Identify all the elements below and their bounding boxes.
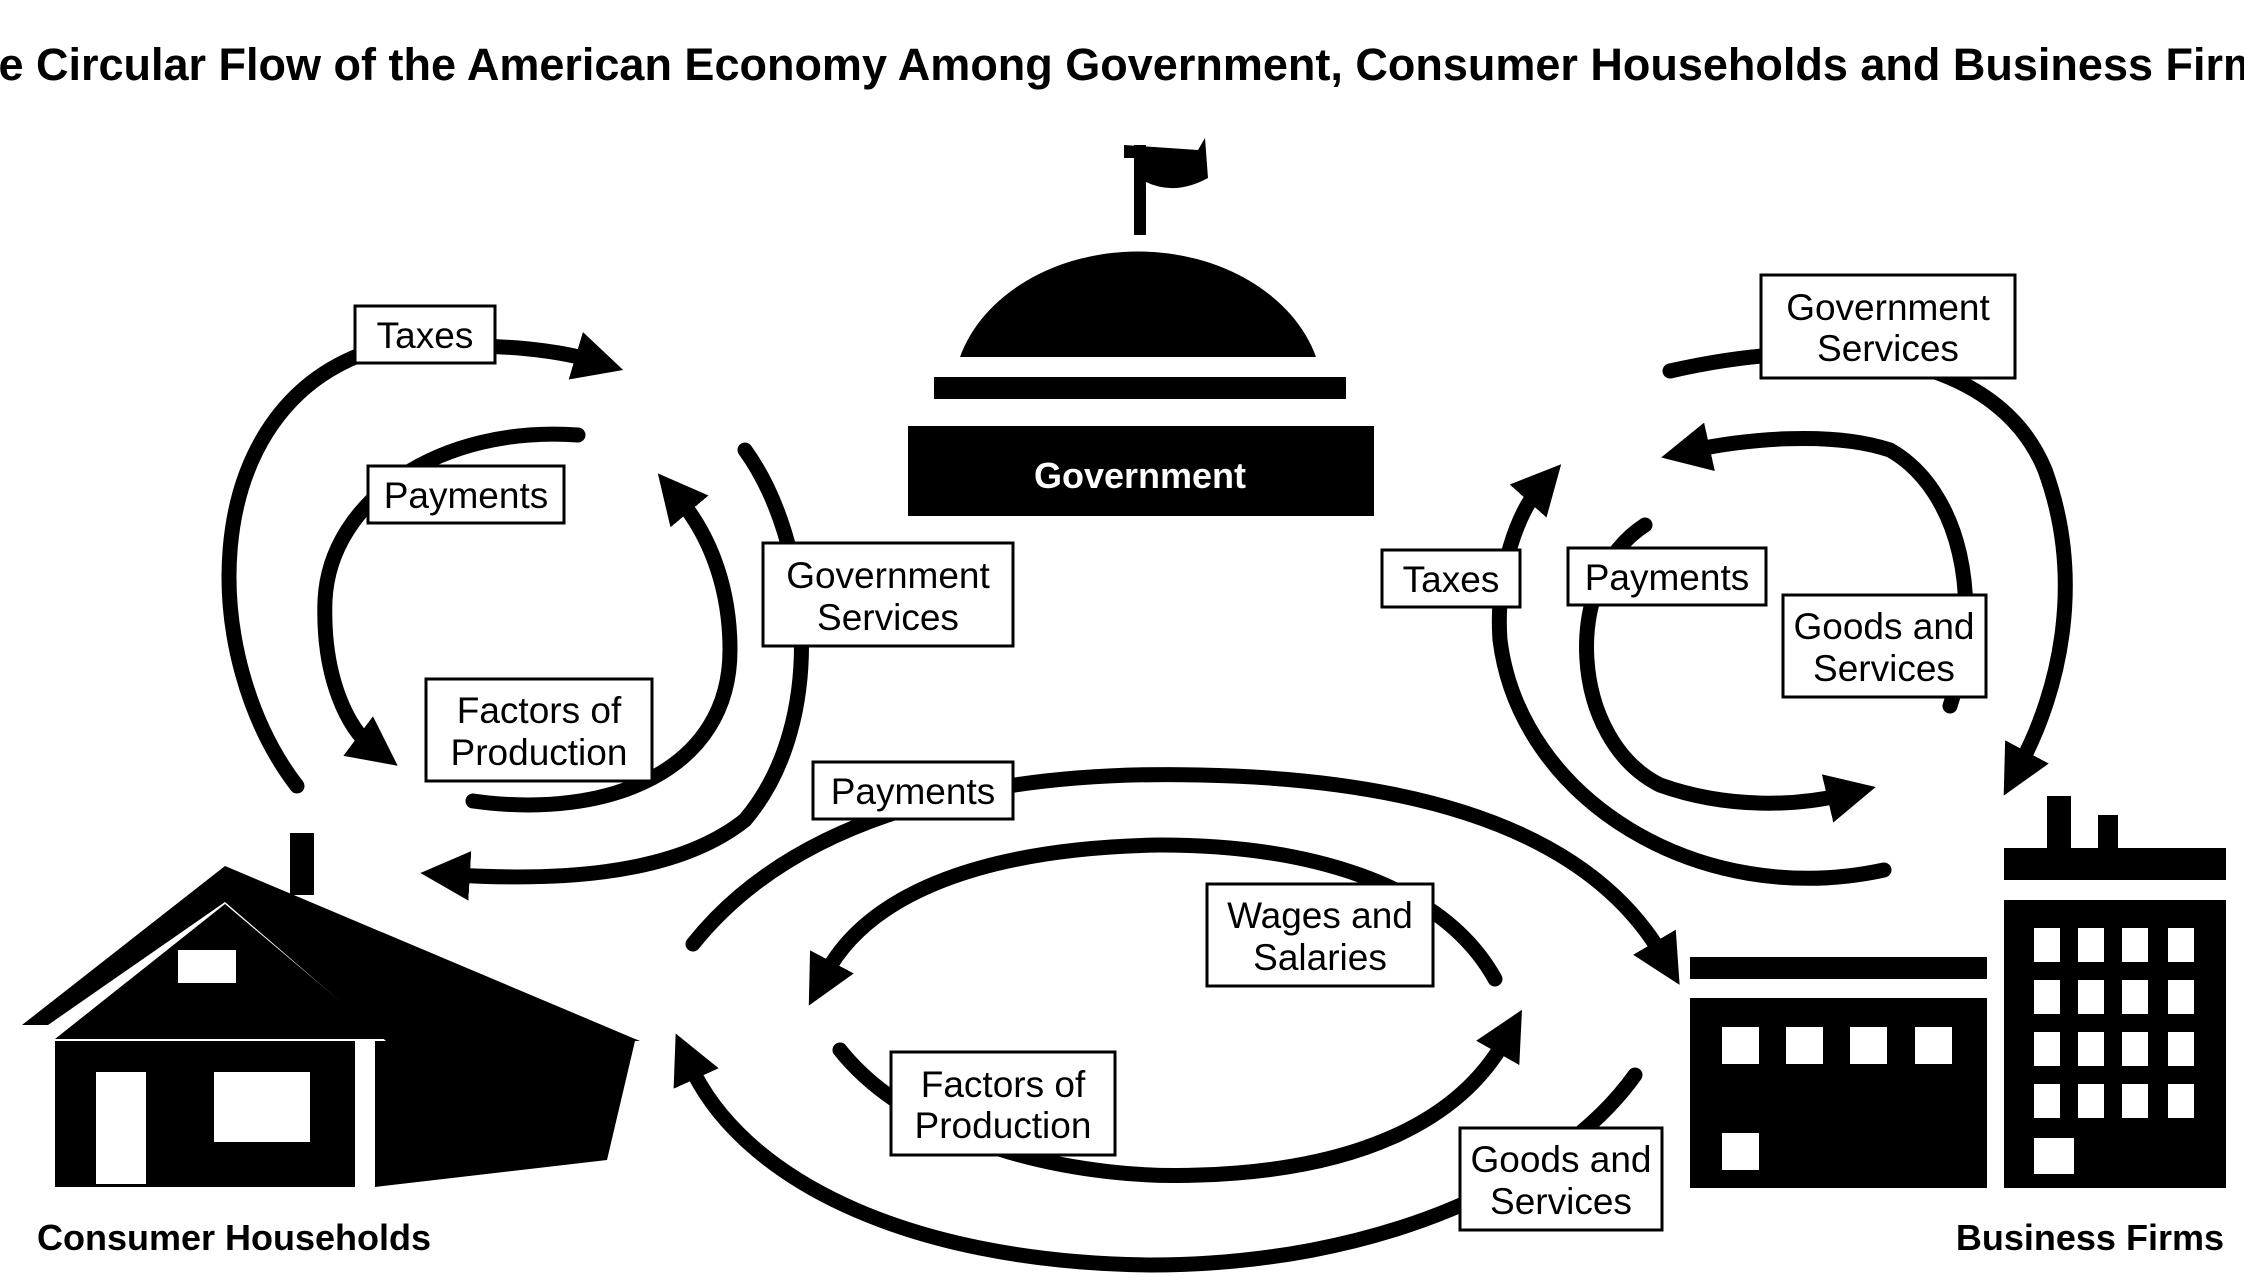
chimney	[290, 833, 314, 895]
tower-window	[2122, 928, 2148, 962]
tower-window	[2034, 980, 2060, 1014]
svg-text:Services: Services	[817, 597, 959, 638]
center-payments-arrow	[685, 767, 1680, 985]
tower-window	[2034, 1032, 2060, 1066]
factory-icon	[1690, 957, 1987, 1188]
house-door	[96, 1072, 146, 1184]
svg-text:Production: Production	[451, 732, 628, 773]
svg-text:Services: Services	[1490, 1181, 1632, 1222]
svg-text:Salaries: Salaries	[1253, 937, 1387, 978]
tower-window	[2034, 1084, 2060, 1118]
house-window	[214, 1072, 310, 1142]
svg-text:Payments: Payments	[384, 475, 549, 516]
households-label: Consumer Households	[37, 1217, 431, 1258]
office-tower-icon	[2004, 796, 2226, 1188]
hh-payments-arrow	[317, 426, 586, 766]
tower-window	[2078, 1084, 2104, 1118]
flow-label-firm-goods: Goods and Services	[1781, 593, 1988, 699]
tower-window	[2122, 1084, 2148, 1118]
dome-icon	[960, 251, 1316, 357]
hh-factors-arrow	[465, 473, 738, 813]
flow-label-hh-factors: Factors of Production	[424, 677, 654, 783]
government-label-box	[908, 426, 1374, 516]
flow-label-center-wages: Wages and Salaries	[1205, 882, 1435, 988]
household-government-arrows	[221, 332, 809, 901]
tower-window	[2122, 980, 2148, 1014]
dome-base-band	[934, 377, 1346, 399]
flow-label-center-payments: Payments	[811, 760, 1015, 821]
svg-text:Government: Government	[1786, 287, 1990, 328]
tower-window	[2078, 980, 2104, 1014]
firms-label: Business Firms	[1956, 1217, 2224, 1258]
svg-text:Services: Services	[1813, 648, 1955, 689]
svg-text:Payments: Payments	[1585, 557, 1750, 598]
svg-text:Goods and: Goods and	[1793, 606, 1974, 647]
flow-label-hh-gov-services: Government Services	[761, 541, 1015, 648]
flow-label-firm-payments: Payments	[1566, 546, 1768, 607]
firm-taxes-arrow	[1491, 464, 1892, 886]
flow-label-center-factors: Factors of Production	[889, 1050, 1117, 1157]
svg-text:Factors of: Factors of	[921, 1064, 1086, 1105]
flow-label-firm-gov-services: Government Services	[1759, 273, 2017, 380]
tower-window	[2034, 1138, 2074, 1174]
tower-window	[2168, 1084, 2194, 1118]
tower-windows	[2034, 928, 2194, 1174]
svg-text:Factors of: Factors of	[457, 690, 622, 731]
svg-text:Taxes: Taxes	[377, 315, 474, 356]
tower-window	[2078, 928, 2104, 962]
flow-label-center-goods: Goods and Services	[1458, 1126, 1664, 1232]
government-building: Government	[908, 138, 1374, 516]
flow-label-firm-taxes: Taxes	[1380, 548, 1522, 609]
house-icon	[22, 833, 640, 1187]
svg-text:Payments: Payments	[831, 771, 996, 812]
tower-window	[2122, 1032, 2148, 1066]
house-attic-window	[178, 950, 236, 983]
svg-text:Wages and: Wages and	[1227, 895, 1413, 936]
tower-window	[2168, 1032, 2194, 1066]
svg-text:Production: Production	[915, 1105, 1092, 1146]
flag-icon	[1124, 138, 1208, 189]
tower-window	[2168, 980, 2194, 1014]
tower-window	[2078, 1032, 2104, 1066]
tower-window	[2168, 928, 2194, 962]
svg-text:Goods and: Goods and	[1470, 1139, 1651, 1180]
hh-taxes-arrow	[221, 332, 624, 794]
svg-text:Services: Services	[1817, 328, 1959, 369]
tower-window	[2034, 928, 2060, 962]
government-label: Government	[1034, 455, 1246, 496]
flow-label-hh-taxes: Taxes	[353, 304, 497, 365]
page-title: The Circular Flow of the American Econom…	[0, 39, 2244, 90]
svg-text:Government: Government	[786, 555, 990, 596]
flow-label-hh-payments: Payments	[366, 464, 566, 525]
svg-text:Taxes: Taxes	[1403, 559, 1500, 600]
